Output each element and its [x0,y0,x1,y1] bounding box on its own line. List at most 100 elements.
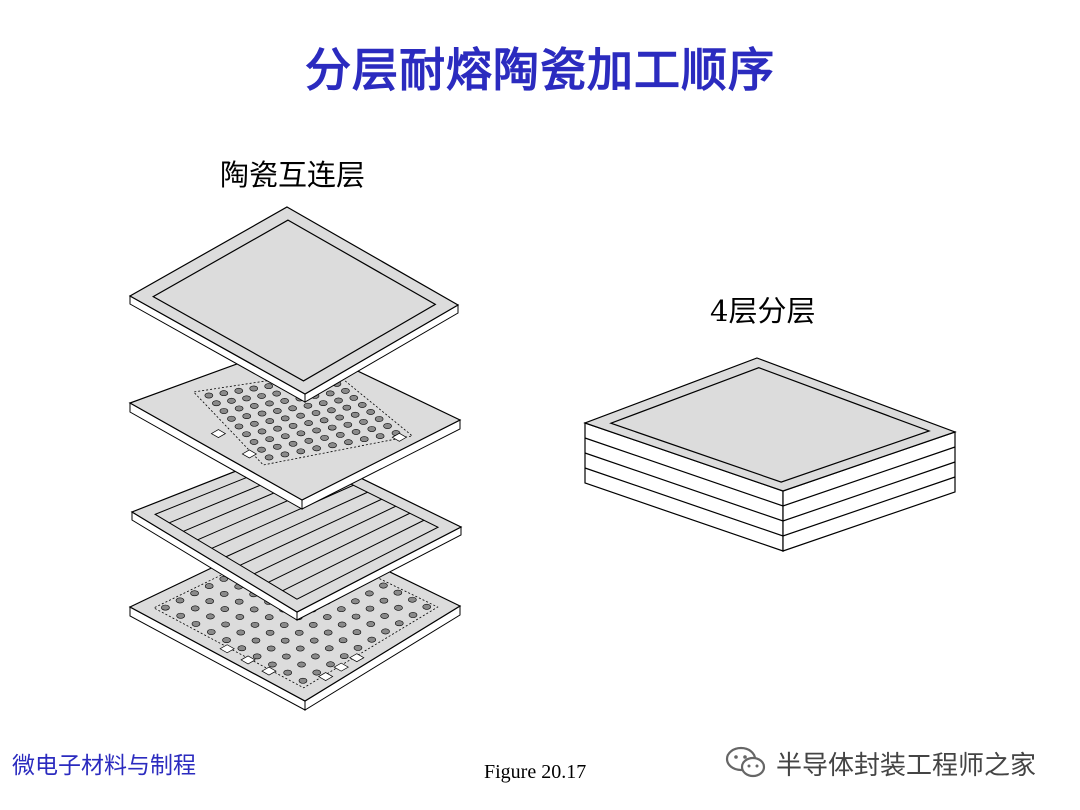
via-hole [250,420,259,427]
via-hole [206,613,215,620]
via-hole [318,400,328,407]
via-hole [273,408,282,414]
via-hole [266,645,276,652]
pad-square [349,653,365,663]
pad-square [241,449,258,459]
via-hole [272,443,282,450]
via-hole [242,431,251,438]
via-hole [324,645,334,652]
via-hole [408,612,418,618]
via-hole [175,597,185,604]
via-hole [327,424,337,431]
via-hole [353,644,363,651]
via-hole [393,589,403,596]
stack-layer-line [584,452,956,522]
via-hole [298,677,308,684]
via-hole [394,604,403,611]
via-hole [375,433,385,439]
via-hole [295,645,305,652]
via-hole [257,446,266,453]
via-hole [296,430,306,437]
via-hole [351,598,360,605]
via-hole [222,637,231,644]
via-hole [219,408,229,414]
via-hole [190,590,199,597]
via-hole [176,612,185,619]
course-footer: 微电子材料与制程 [12,753,196,779]
via-hole [327,407,336,414]
via-hole [190,605,200,612]
conductor-line [268,512,411,583]
via-hole [235,614,245,620]
via-hole [352,629,362,636]
pad-square [261,666,277,676]
via-hole [220,606,230,612]
via-hole [242,413,252,420]
via-hole [227,415,236,422]
via-hole [366,409,375,415]
via-hole [367,426,377,432]
via-hole [205,598,214,605]
via-hole [294,629,304,636]
via-hole [322,614,332,620]
via-hole [365,590,374,597]
via-hole [237,645,247,652]
via-hole [343,421,353,428]
watermark: 半导体封装工程师之家 [724,743,1036,783]
via-hole [339,653,349,660]
via-hole [328,442,337,449]
via-hole [357,402,367,408]
figure-caption: Figure 20.17 [484,761,587,783]
via-hole [204,392,214,399]
pad-square [210,429,227,438]
via-hole [334,397,343,404]
via-hole [234,423,244,430]
via-hole [280,415,290,422]
stack-layer-line [584,437,956,507]
via-hole [252,653,262,660]
via-hole [379,597,389,604]
via-hole [312,427,321,434]
via-hole [311,653,320,660]
via-hole [280,398,289,404]
via-hole [335,431,345,438]
via-hole [264,614,274,621]
via-hole [249,606,259,613]
via-hole [323,629,333,636]
via-hole [311,410,321,416]
via-hole [320,434,329,441]
pad-square [219,644,235,654]
via-hole [351,429,361,435]
via-hole [304,420,313,426]
via-hole [219,590,229,597]
pad-square [317,672,334,681]
via-hole [234,387,244,394]
conductor-line [282,519,425,592]
via-hole [219,576,229,582]
via-hole [191,620,201,627]
via-hole [383,423,392,429]
ceramic-interconnect-label: 陶瓷互连层 [220,158,366,192]
via-hole [394,620,404,627]
via-hole [273,425,282,432]
via-hole [161,604,170,611]
via-hole [249,439,259,445]
via-hole [326,661,335,668]
via-hole [257,410,267,417]
via-hole [251,637,261,644]
via-hole [249,403,259,409]
layer-1-top-plate [128,206,460,403]
via-hole [422,603,432,610]
via-hole [242,395,251,402]
via-hole [288,405,297,412]
via-hole [257,428,267,435]
via-hole [342,404,352,411]
pad-square [391,432,408,442]
conductor-line [239,498,382,566]
via-hole [379,582,388,589]
via-hole [264,454,274,461]
via-hole [257,393,266,399]
via-hole [272,390,281,397]
via-hole [312,669,322,676]
via-hole [288,422,298,429]
